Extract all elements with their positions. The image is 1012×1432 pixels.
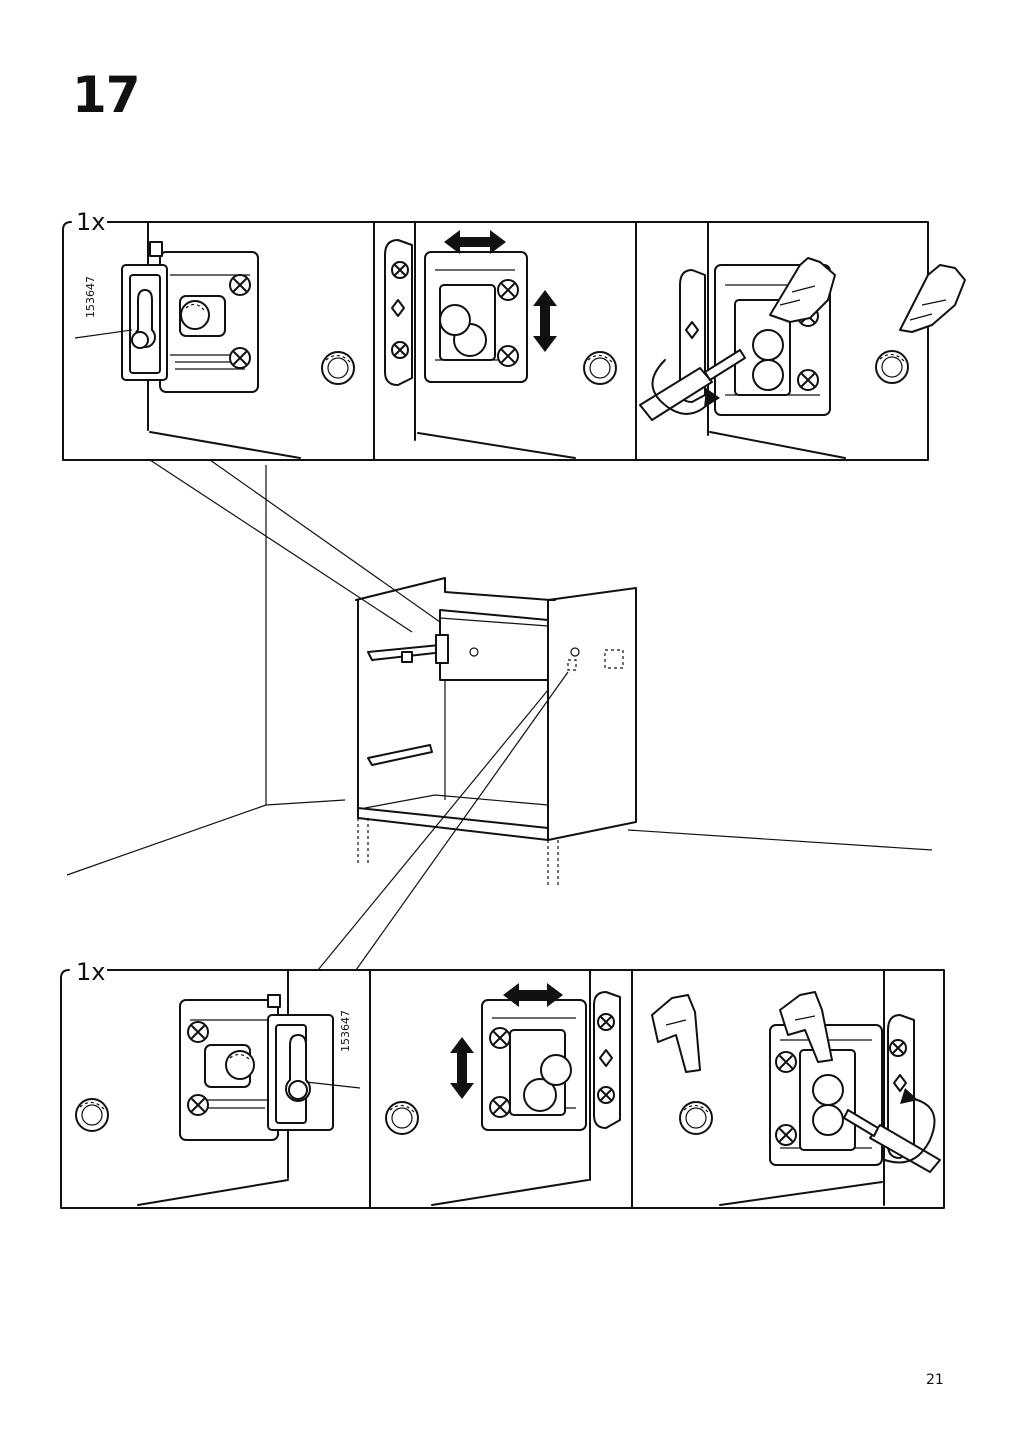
side-marks	[567, 647, 624, 671]
top-panel-3	[639, 221, 966, 459]
screw-icon	[489, 1096, 511, 1118]
screw-icon	[775, 1124, 797, 1146]
bottom-part-number: 153647	[339, 1010, 352, 1052]
dowel-icon	[583, 351, 617, 385]
bottom-quantity-label: 1x	[74, 958, 108, 986]
hinge-top	[367, 634, 479, 664]
screwdriver-icon	[639, 349, 746, 421]
step-number: 17	[72, 66, 141, 124]
page-number: 21	[926, 1372, 944, 1388]
screw-icon	[597, 1086, 615, 1104]
screw-icon	[797, 369, 819, 391]
rotate-arrow-icon	[651, 359, 720, 415]
screw-icon	[489, 1027, 511, 1049]
hinge-bottom	[367, 744, 433, 766]
finger-press-icon	[779, 991, 833, 1063]
finger-press-icon	[769, 257, 836, 323]
dowel-icon	[321, 351, 355, 385]
screw-icon	[229, 347, 251, 369]
top-panel-1	[74, 221, 355, 459]
bottom-panel-1	[75, 969, 361, 1206]
top-detail-row	[62, 221, 966, 461]
bottom-detail-row	[60, 969, 945, 1209]
dowel-icon	[679, 1101, 713, 1135]
finger-press-icon	[899, 264, 966, 333]
double-arrow-icon	[533, 290, 557, 352]
double-arrow-icon	[503, 983, 563, 1007]
screw-icon	[775, 1051, 797, 1073]
dowel-icon	[875, 350, 909, 384]
rotate-arrow-icon	[884, 1088, 936, 1164]
top-quantity-label: 1x	[74, 208, 108, 236]
dowel-icon	[75, 1098, 109, 1132]
screw-icon	[391, 341, 409, 359]
screw-icon	[391, 261, 409, 279]
double-arrow-icon	[444, 230, 506, 254]
finger-press-icon	[651, 994, 701, 1073]
screw-icon	[229, 274, 251, 296]
bottom-panel-3	[651, 969, 941, 1206]
screw-icon	[187, 1021, 209, 1043]
screw-icon	[497, 345, 519, 367]
screw-icon	[597, 1013, 615, 1031]
top-panel-2	[384, 221, 617, 459]
top-part-number: 153647	[84, 276, 97, 318]
screw-icon	[497, 279, 519, 301]
legs	[357, 818, 559, 888]
cabinet-overview	[66, 459, 933, 971]
double-arrow-icon	[450, 1037, 474, 1099]
screw-icon	[187, 1094, 209, 1116]
screw-icon	[889, 1039, 907, 1057]
bottom-panel-2	[385, 969, 621, 1206]
screwdriver-icon	[843, 1109, 941, 1173]
dowel-icon	[385, 1101, 419, 1135]
